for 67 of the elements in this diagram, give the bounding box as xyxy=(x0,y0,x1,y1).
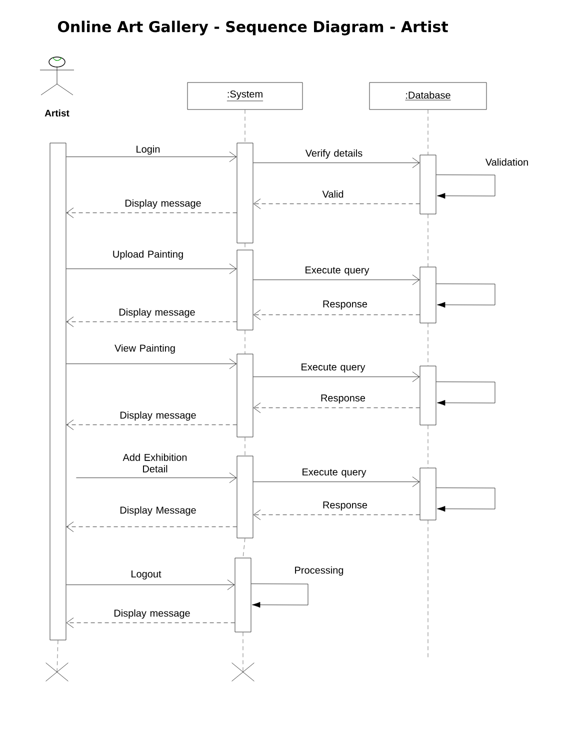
actor: Artist xyxy=(40,56,74,116)
message-arrow xyxy=(66,316,237,327)
lifeline xyxy=(242,632,244,672)
edge-label: Display message xyxy=(114,609,190,619)
activation-bar xyxy=(50,142,66,640)
message-arrow xyxy=(253,476,420,487)
object-box: :Database xyxy=(369,82,487,110)
object-box: :System xyxy=(187,82,303,110)
message-arrow xyxy=(253,274,420,285)
title: Online Art Gallery - Sequence Diagram - Artist xyxy=(58,20,448,36)
activation-bar xyxy=(420,266,436,324)
message-arrow xyxy=(436,284,496,308)
activation-bar xyxy=(236,456,254,538)
message-arrow xyxy=(66,208,237,218)
message-arrow xyxy=(253,198,420,209)
edge-label: Upload Painting xyxy=(113,250,183,260)
message-arrow xyxy=(66,580,235,590)
lifeline xyxy=(244,437,246,456)
message-arrow xyxy=(66,264,237,274)
edge-label: Valid xyxy=(322,190,344,198)
message-arrow xyxy=(436,174,496,199)
lifeline xyxy=(242,538,246,558)
lifeline xyxy=(56,640,58,672)
message-arrow xyxy=(66,152,237,162)
destroy-mark xyxy=(232,662,254,682)
message-arrow xyxy=(76,472,237,483)
activation-bar xyxy=(236,354,254,438)
edge-label: Display message xyxy=(125,199,201,209)
edge-label: Response xyxy=(321,394,366,404)
lifeline xyxy=(244,330,246,354)
message-arrow xyxy=(253,158,420,168)
edge-label: View Painting xyxy=(114,344,175,354)
edge-label: Add Exhibition Detail xyxy=(122,454,187,472)
message-arrow xyxy=(253,372,420,382)
edge-label: Login xyxy=(136,145,160,155)
edge-label: Validation xyxy=(485,158,528,166)
message-arrow xyxy=(253,402,420,413)
edge-label: Execute query xyxy=(306,266,370,276)
edge-label: Response xyxy=(323,300,368,310)
edge-label: Display message xyxy=(120,411,196,421)
message-arrow xyxy=(436,488,496,512)
activation-bar xyxy=(420,154,436,214)
destroy-mark xyxy=(46,662,68,682)
edge-label: Verify details xyxy=(305,149,362,159)
edge-label: Display message xyxy=(119,308,195,318)
edge-label: Response xyxy=(323,502,368,510)
message-arrow xyxy=(66,522,237,532)
message-arrow xyxy=(253,310,420,320)
edge-label: Logout xyxy=(132,570,162,580)
edge-label: Execute query xyxy=(302,364,366,372)
message-arrow xyxy=(66,358,237,369)
message-arrow xyxy=(66,420,237,430)
lifeline xyxy=(244,243,246,250)
message-arrow xyxy=(253,510,420,520)
activation-bar xyxy=(420,468,436,520)
activation-bar xyxy=(234,558,252,632)
message-arrow xyxy=(66,618,235,628)
message-arrow xyxy=(436,382,496,406)
edge-label: Display Message xyxy=(120,506,196,516)
activation-bar xyxy=(420,366,436,426)
node-label: Artist xyxy=(44,110,70,116)
lifeline xyxy=(244,110,246,143)
activation-bar xyxy=(236,142,254,244)
activation-bar xyxy=(236,250,254,330)
edge-label: Processing xyxy=(295,566,344,576)
message-arrow xyxy=(251,584,308,608)
edge-label: Execute query xyxy=(302,468,366,478)
